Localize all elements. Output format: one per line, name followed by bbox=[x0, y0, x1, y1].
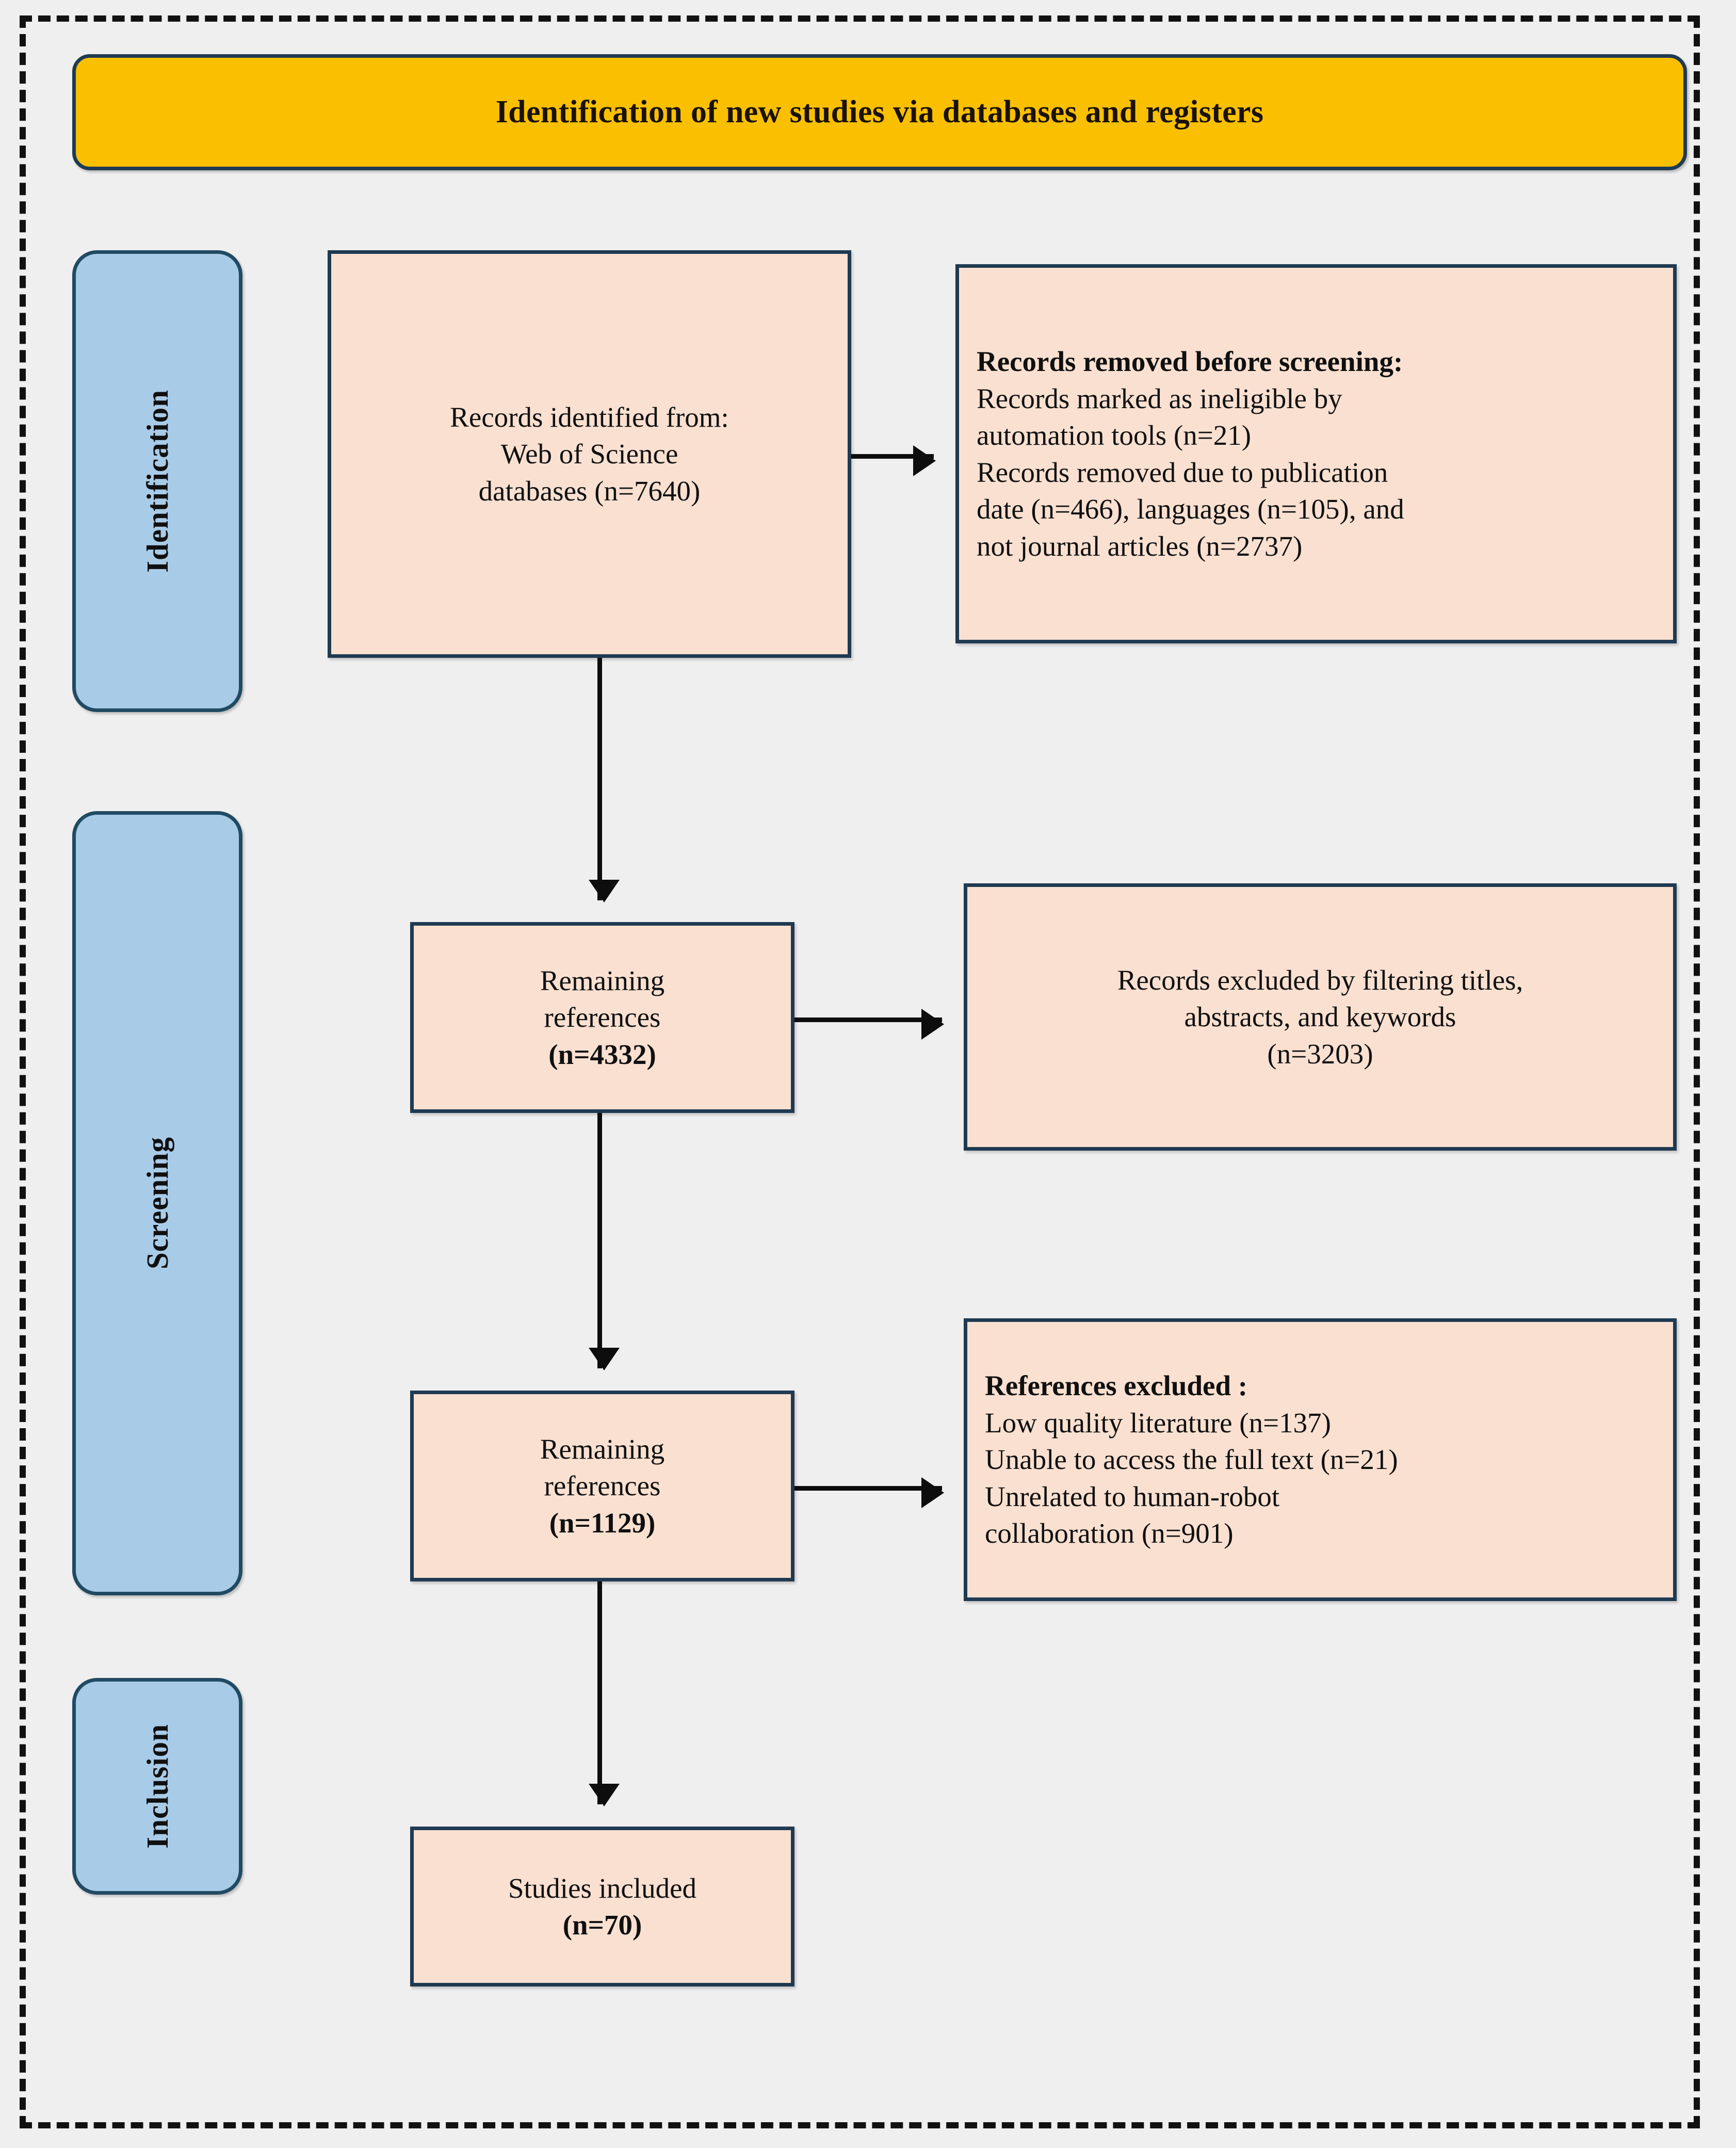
records-excluded-filtering-line-1: Records excluded by filtering titles, bbox=[1117, 964, 1523, 996]
remaining-references-2-count: (n=1129) bbox=[549, 1507, 656, 1539]
remaining-references-2-line-1: Remaining bbox=[540, 1433, 665, 1465]
records-removed-line-5: not journal articles (n=2737) bbox=[977, 530, 1303, 562]
stage-label-screening: Screening bbox=[140, 1137, 174, 1270]
records-excluded-filtering-line-2: abstracts, and keywords bbox=[1184, 1001, 1456, 1033]
remaining-references-1-line-1: Remaining bbox=[540, 964, 665, 996]
records-identified-line-3: databases (n=7640) bbox=[331, 473, 848, 510]
arrow-remaining-2-to-excluded-2 bbox=[794, 1477, 944, 1508]
records-removed-line-4: date (n=466), languages (n=105), and bbox=[977, 493, 1404, 525]
records-removed-line-2: automation tools (n=21) bbox=[977, 419, 1252, 451]
stage-label-identification: Identification bbox=[140, 390, 174, 573]
identification-banner: Identification of new studies via databa… bbox=[72, 54, 1687, 170]
records-identified-line-3-suffix: ) bbox=[691, 475, 701, 507]
arrow-identified-to-remaining-1 bbox=[589, 658, 620, 902]
stage-tab-identification: Identification bbox=[72, 250, 242, 712]
records-removed-line-3: Records removed due to publication bbox=[977, 456, 1388, 488]
references-excluded-heading: References excluded : bbox=[985, 1370, 1248, 1402]
remaining-references-1-line-2: references bbox=[544, 1002, 661, 1033]
references-excluded-line-2: Unable to access the full text (n=21) bbox=[985, 1444, 1398, 1476]
arrow-remaining-2-to-included bbox=[589, 1581, 620, 1806]
records-identified-line-2: Web of Science bbox=[500, 438, 678, 470]
records-identified-count: n=7640 bbox=[604, 475, 691, 507]
references-excluded-line-1: Low quality literature (n=137) bbox=[985, 1407, 1331, 1439]
arrow-identified-to-removed bbox=[851, 445, 936, 476]
records-identified-line-1: Records identified from: bbox=[450, 401, 729, 433]
box-records-identified: Records identified from: Web of Science … bbox=[328, 250, 851, 658]
banner-title: Identification of new studies via databa… bbox=[495, 94, 1264, 130]
studies-included-count: (n=70) bbox=[562, 1909, 642, 1941]
box-remaining-references-1: Remaining references (n=4332) bbox=[410, 922, 794, 1113]
stage-tab-inclusion: Inclusion bbox=[72, 1678, 242, 1895]
box-studies-included: Studies included (n=70) bbox=[410, 1827, 794, 1987]
records-identified-line-3-prefix: databases ( bbox=[478, 475, 604, 507]
box-references-excluded: References excluded : Low quality litera… bbox=[964, 1318, 1677, 1601]
stage-tab-screening: Screening bbox=[72, 811, 242, 1595]
records-removed-line-1: Records marked as ineligible by bbox=[977, 382, 1342, 414]
outer-dashed-frame bbox=[20, 15, 1700, 2128]
box-records-removed-before-screening: Records removed before screening: Record… bbox=[955, 264, 1677, 643]
remaining-references-1-count: (n=4332) bbox=[548, 1038, 656, 1070]
arrow-remaining-1-to-excluded-1 bbox=[794, 1009, 944, 1040]
records-excluded-filtering-count: (n=3203) bbox=[1267, 1038, 1373, 1070]
arrow-remaining-1-to-remaining-2 bbox=[589, 1113, 620, 1370]
box-records-excluded-filtering: Records excluded by filtering titles, ab… bbox=[964, 883, 1677, 1151]
references-excluded-line-3: Unrelated to human-robot bbox=[985, 1480, 1280, 1512]
studies-included-line-1: Studies included bbox=[508, 1872, 697, 1904]
records-removed-heading: Records removed before screening: bbox=[977, 346, 1403, 377]
stage-label-inclusion: Inclusion bbox=[140, 1724, 174, 1849]
remaining-references-2-line-2: references bbox=[544, 1470, 661, 1502]
box-remaining-references-2: Remaining references (n=1129) bbox=[410, 1391, 794, 1581]
references-excluded-line-4: collaboration (n=901) bbox=[985, 1517, 1234, 1549]
